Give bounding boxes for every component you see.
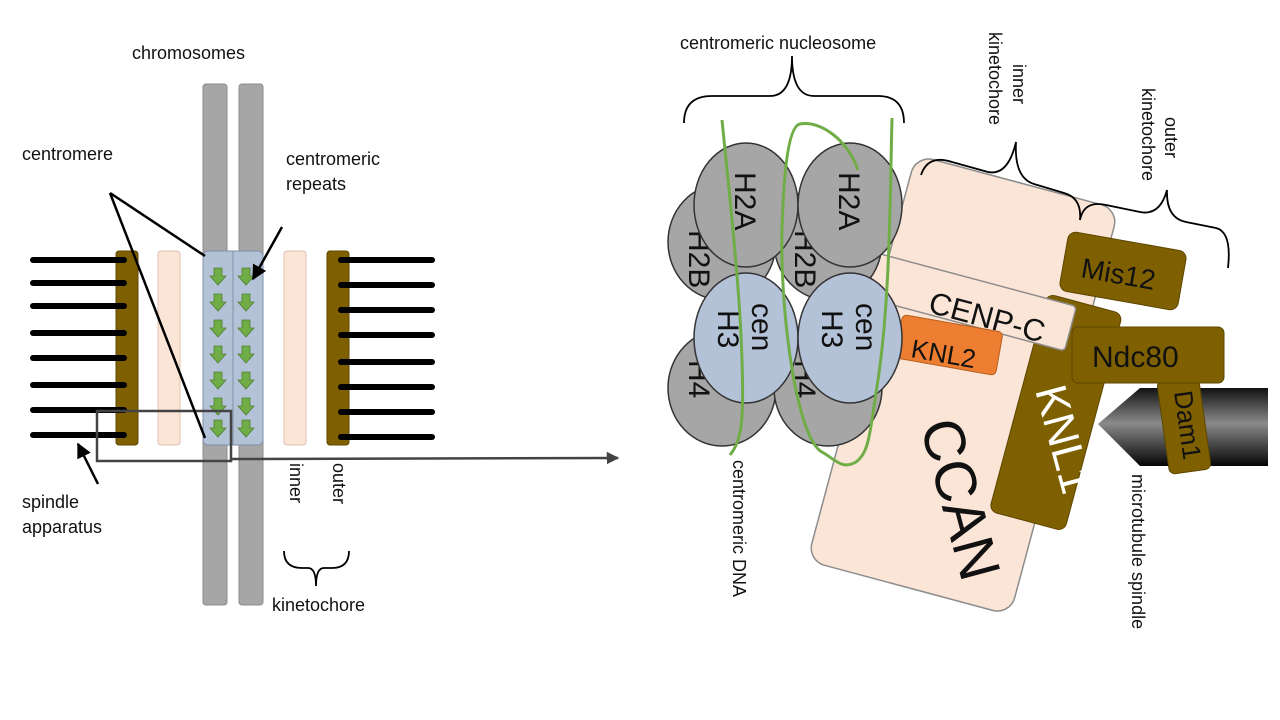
- spindle-fibers-left: [30, 257, 127, 438]
- centromeric-repeat-arrows: [209, 267, 255, 438]
- centromeric-repeats-label-line2: repeats: [286, 174, 346, 194]
- h3-right-label: H3: [815, 310, 848, 348]
- spindle-apparatus-label-line2: apparatus: [22, 517, 102, 537]
- outer-kinetochore-label-line2: kinetochore: [1138, 88, 1158, 181]
- kinetochore-label: kinetochore: [272, 595, 365, 615]
- spindle-apparatus-label-line1: spindle: [22, 492, 79, 512]
- h3-left-label: H3: [711, 310, 744, 348]
- outer-kinetochore-right: [326, 250, 350, 446]
- outer-label: outer: [329, 463, 349, 504]
- outer-kinetochore-label-line1: outer: [1161, 117, 1181, 158]
- cen-h3-right: [797, 272, 903, 404]
- inner-label: inner: [286, 463, 306, 503]
- kinetochore-brace: [283, 550, 350, 587]
- cen-left-label: cen: [745, 303, 778, 351]
- inner-kinetochore-label-line1: inner: [1009, 64, 1029, 104]
- h2a-right: [797, 142, 903, 268]
- mis12-block: [1059, 231, 1187, 311]
- outer-kinetochore-brace: [1079, 189, 1230, 269]
- zoom-region-box: [95, 409, 233, 463]
- zoom-arrow: [230, 451, 620, 465]
- ndc80-label: Ndc80: [1092, 341, 1179, 374]
- chromosomes-label: chromosomes: [132, 43, 245, 63]
- centromeric-dna: [720, 117, 894, 467]
- inner-kinetochore-label-line2: kinetochore: [985, 32, 1005, 125]
- centromeric-dna-label: centromeric DNA: [729, 460, 749, 597]
- centromere-label: centromere: [22, 144, 113, 164]
- left-panel: chromosomes centromere centromeric repea…: [22, 43, 620, 615]
- nucleosome-brace: [683, 55, 905, 124]
- centromeric-nucleosome-label: centromeric nucleosome: [680, 33, 876, 53]
- inner-kinetochore-right: [283, 250, 307, 446]
- right-panel: H2B H2B H4 H4 H2A H2A cen H3 cen H3 CENP…: [667, 32, 1268, 629]
- ndc80-block: [1071, 326, 1225, 384]
- centromeric-repeats-label-line1: centromeric: [286, 149, 380, 169]
- microtubule-spindle-label: microtubule spindle: [1128, 474, 1148, 629]
- outer-kinetochore-left: [115, 250, 139, 446]
- h2a-right-label: H2A: [832, 172, 865, 230]
- inner-kinetochore-brace: [920, 141, 1082, 221]
- cen-right-label: cen: [849, 303, 882, 351]
- h2a-left-label: H2A: [728, 172, 761, 230]
- spindle-fibers-right: [338, 257, 435, 440]
